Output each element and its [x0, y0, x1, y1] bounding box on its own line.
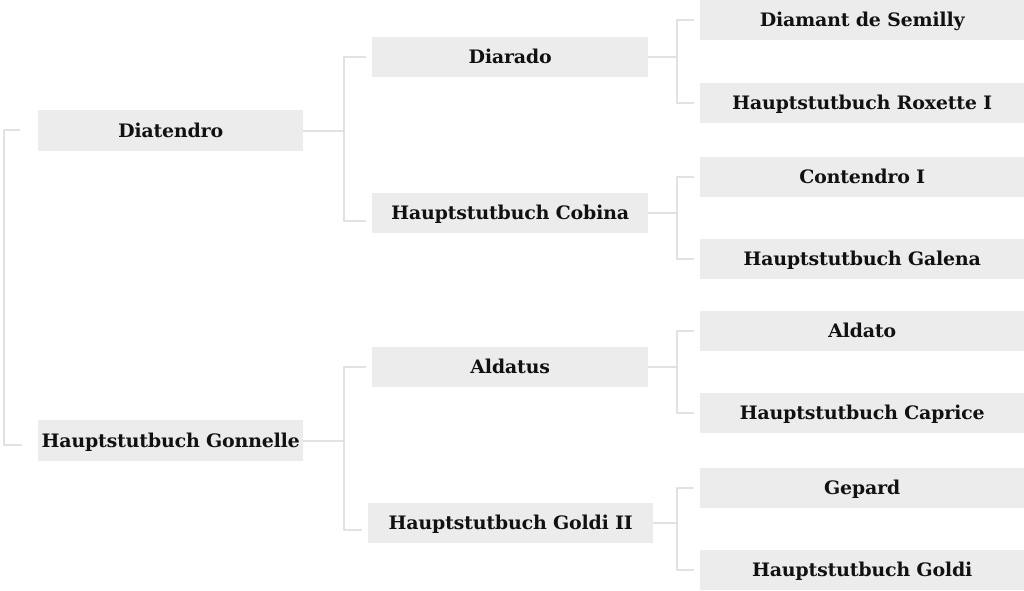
- connector-aldatus-dam: [676, 367, 694, 414]
- horse-node-dam-sire-dam[interactable]: Hauptstutbuch Caprice: [700, 393, 1024, 433]
- connector-gonnelle-sire: [303, 366, 366, 442]
- connector-diatendro-dam: [343, 131, 366, 222]
- horse-node-dam-dam[interactable]: Hauptstutbuch Goldi II: [368, 503, 653, 543]
- horse-name: Aldato: [828, 320, 896, 342]
- horse-name: Hauptstutbuch Caprice: [739, 402, 985, 424]
- horse-node-sire-dam-sire[interactable]: Contendro I: [700, 157, 1024, 197]
- horse-name: Gepard: [823, 477, 900, 499]
- connector-cobina-sire: [648, 176, 694, 214]
- horse-node-sire-dam[interactable]: Hauptstutbuch Cobina: [372, 193, 648, 233]
- connector-diatendro-sire: [303, 56, 366, 132]
- connector-goldi2-dam: [676, 523, 694, 571]
- horse-node-sire-dam-dam[interactable]: Hauptstutbuch Galena: [700, 239, 1024, 279]
- horse-node-dam[interactable]: Hauptstutbuch Gonnelle: [38, 420, 303, 461]
- horse-name: Hauptstutbuch Cobina: [391, 202, 629, 224]
- horse-name: Diatendro: [118, 119, 223, 142]
- horse-name: Aldatus: [470, 356, 550, 378]
- horse-node-dam-dam-sire[interactable]: Gepard: [700, 468, 1024, 508]
- horse-name: Diarado: [468, 46, 552, 68]
- horse-node-sire-sire-sire[interactable]: Diamant de Semilly: [700, 0, 1024, 40]
- connector-goldi2-sire: [653, 487, 694, 524]
- horse-name: Hauptstutbuch Roxette I: [732, 92, 992, 114]
- horse-name: Hauptstutbuch Goldi II: [388, 512, 633, 534]
- horse-node-sire-sire[interactable]: Diarado: [372, 37, 648, 77]
- horse-node-sire[interactable]: Diatendro: [38, 110, 303, 151]
- connector-aldatus-sire: [648, 330, 694, 368]
- connector-root: [3, 129, 22, 446]
- horse-name: Hauptstutbuch Galena: [743, 248, 981, 270]
- horse-name: Hauptstutbuch Gonnelle: [41, 429, 300, 452]
- horse-node-dam-sire-sire[interactable]: Aldato: [700, 311, 1024, 351]
- horse-node-dam-sire[interactable]: Aldatus: [372, 347, 648, 387]
- horse-node-dam-dam-dam[interactable]: Hauptstutbuch Goldi: [700, 550, 1024, 590]
- horse-name: Hauptstutbuch Goldi: [751, 559, 973, 581]
- connector-cobina-dam: [676, 213, 694, 260]
- horse-name: Diamant de Semilly: [759, 9, 965, 31]
- connector-diarado-dam: [676, 57, 694, 104]
- horse-name: Contendro I: [799, 166, 925, 188]
- connector-diarado-sire: [648, 19, 694, 58]
- horse-node-sire-sire-dam[interactable]: Hauptstutbuch Roxette I: [700, 83, 1024, 123]
- connector-gonnelle-dam: [343, 441, 362, 531]
